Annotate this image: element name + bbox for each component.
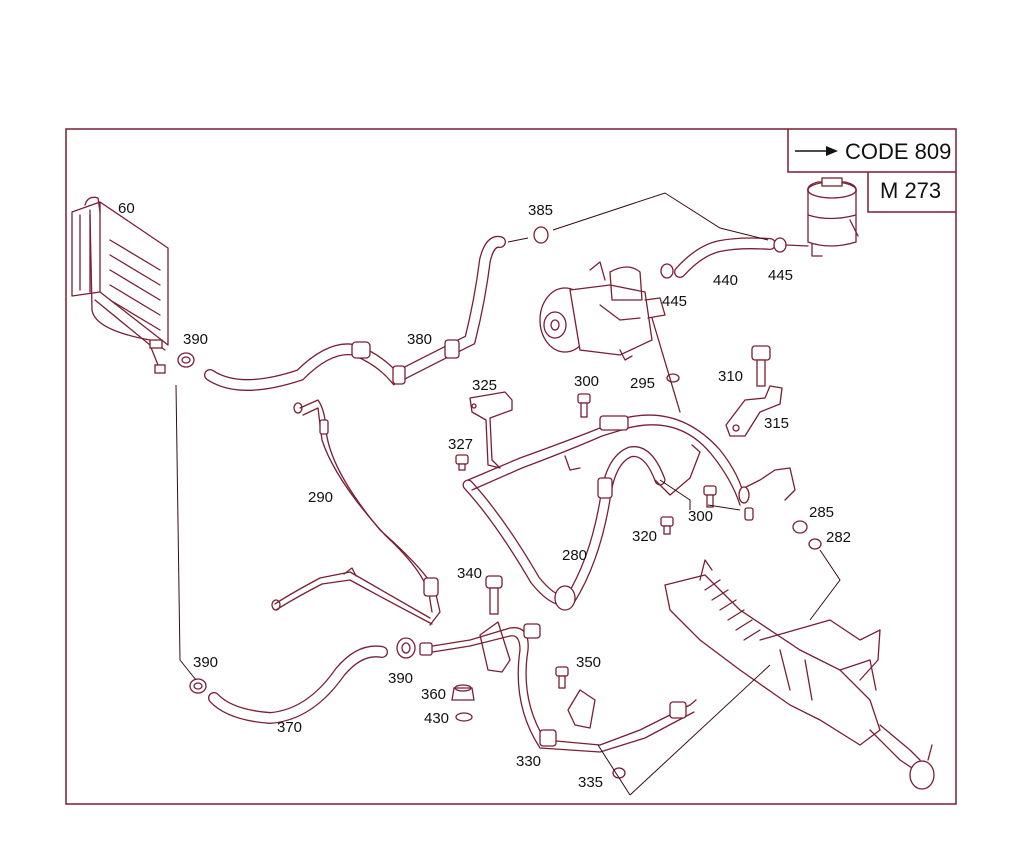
steering-gear — [664, 559, 935, 790]
part-label-440: 440 — [713, 272, 738, 289]
part-label-385: 385 — [528, 202, 553, 219]
washer-icon — [455, 712, 473, 722]
power-steering-pump — [539, 261, 681, 413]
reservoir — [807, 177, 859, 257]
diagram-frame — [65, 128, 957, 805]
part-label-360: 360 — [421, 686, 446, 703]
bolt-icon — [751, 345, 771, 387]
hose-clamp — [533, 226, 549, 244]
part-label-285: 285 — [809, 504, 834, 521]
hose-clamp — [189, 678, 207, 694]
bolt-icon — [455, 454, 469, 471]
bolt-icon — [703, 485, 717, 508]
arrow-right-icon — [795, 146, 838, 156]
seal-ring — [792, 520, 808, 534]
part-label-445: 445 — [662, 293, 687, 310]
part-label-445: 445 — [768, 267, 793, 284]
hose-clamp — [396, 637, 416, 659]
nut-icon — [451, 684, 475, 701]
model-label: M 273 — [880, 178, 941, 203]
part-label-290: 290 — [308, 489, 333, 506]
bolt-icon — [485, 575, 503, 615]
part-label-330: 330 — [516, 753, 541, 770]
bracket — [725, 385, 783, 437]
code-box: CODE 809 M 273 — [787, 129, 956, 213]
part-label-340: 340 — [457, 565, 482, 582]
return-hose-lower — [208, 645, 388, 725]
part-label-380: 380 — [407, 331, 432, 348]
part-label-390: 390 — [193, 654, 218, 671]
part-label-390: 390 — [388, 670, 413, 687]
cooling-line — [271, 567, 433, 625]
suction-hose — [660, 237, 809, 279]
part-label-315: 315 — [764, 415, 789, 432]
part-label-390: 390 — [183, 331, 208, 348]
part-label-325: 325 — [472, 377, 497, 394]
code-label: CODE 809 — [845, 139, 951, 164]
leader-lines — [175, 192, 841, 796]
return-hose — [204, 235, 506, 391]
seal-ring — [808, 538, 822, 550]
part-label-282: 282 — [826, 529, 851, 546]
part-label-335: 335 — [578, 774, 603, 791]
part-label-295: 295 — [630, 375, 655, 392]
part-label-327: 327 — [448, 436, 473, 453]
bolt-icon — [555, 666, 569, 689]
part-label-310: 310 — [718, 368, 743, 385]
part-label-350: 350 — [576, 654, 601, 671]
part-label-370: 370 — [277, 719, 302, 736]
part-label-300: 300 — [574, 373, 599, 390]
bracket — [469, 391, 513, 469]
seal-ring — [666, 373, 680, 383]
hose-clamp — [177, 352, 195, 368]
pressure-hose — [293, 399, 441, 626]
pressure-line — [419, 621, 697, 753]
high-pressure-hose — [462, 414, 746, 611]
seal-ring — [612, 767, 626, 779]
bolt-icon — [577, 393, 591, 418]
oil-cooler — [71, 196, 169, 374]
bolt-icon — [660, 516, 674, 535]
part-label-280: 280 — [562, 547, 587, 564]
part-label-320: 320 — [632, 528, 657, 545]
banjo-fitting — [738, 467, 796, 521]
part-label-430: 430 — [424, 710, 449, 727]
part-label-60: 60 — [118, 200, 135, 217]
part-label-300: 300 — [688, 508, 713, 525]
